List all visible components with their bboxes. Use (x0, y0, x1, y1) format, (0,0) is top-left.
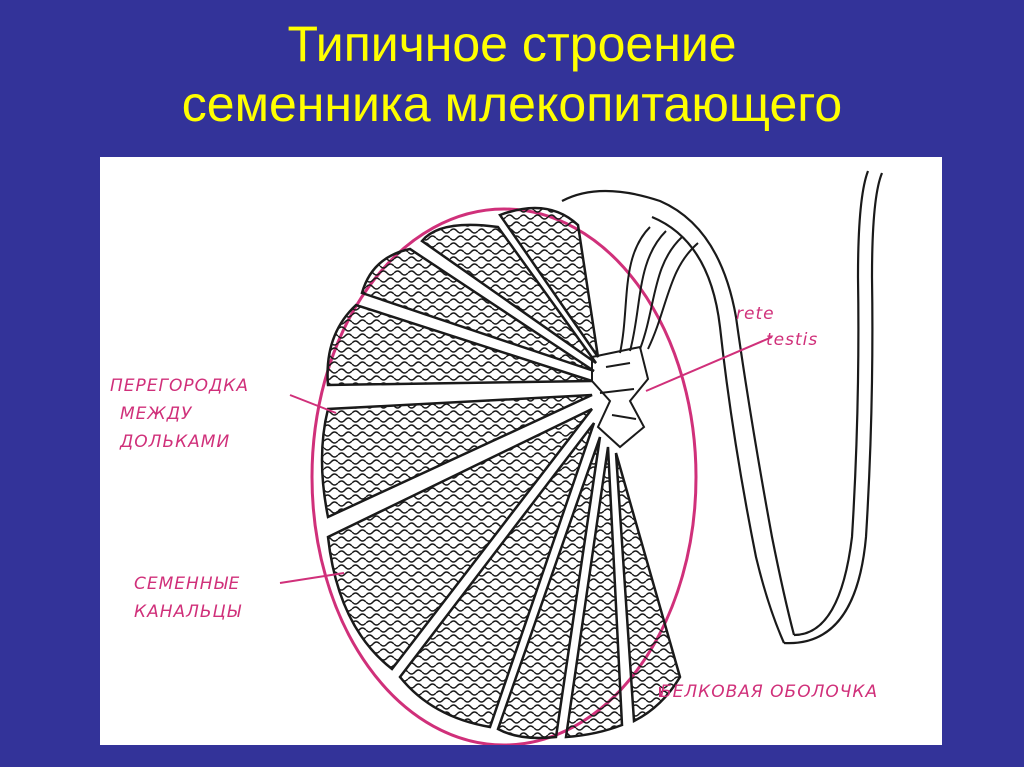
efferent-ducts (620, 227, 698, 353)
label-tubules-2: КАНАЛЬЦЫ (134, 602, 242, 622)
leader-septa (290, 395, 336, 413)
lobule-10 (616, 453, 680, 721)
testis-diagram: ПЕРЕГОРОДКА МЕЖДУ ДОЛЬКАМИ СЕМЕННЫЕ КАНА… (100, 157, 942, 745)
label-septa-3: ДОЛЬКАМИ (119, 432, 230, 452)
slide-title: Типичное строение семенника млекопитающе… (0, 14, 1024, 134)
label-rete-2: testis (766, 330, 818, 350)
diagram-panel: ПЕРЕГОРОДКА МЕЖДУ ДОЛЬКАМИ СЕМЕННЫЕ КАНА… (100, 157, 942, 745)
leader-rete (646, 337, 772, 391)
label-tunica: БЕЛКОВАЯ ОБОЛОЧКА (660, 682, 878, 702)
label-tubules-1: СЕМЕННЫЕ (134, 574, 240, 594)
rete-testis (592, 347, 648, 447)
title-line-1: Типичное строение (0, 14, 1024, 74)
label-rete-1: rete (736, 304, 775, 324)
title-line-2: семенника млекопитающего (0, 74, 1024, 134)
label-septa-2: МЕЖДУ (120, 404, 193, 424)
label-septa-1: ПЕРЕГОРОДКА (110, 376, 249, 396)
